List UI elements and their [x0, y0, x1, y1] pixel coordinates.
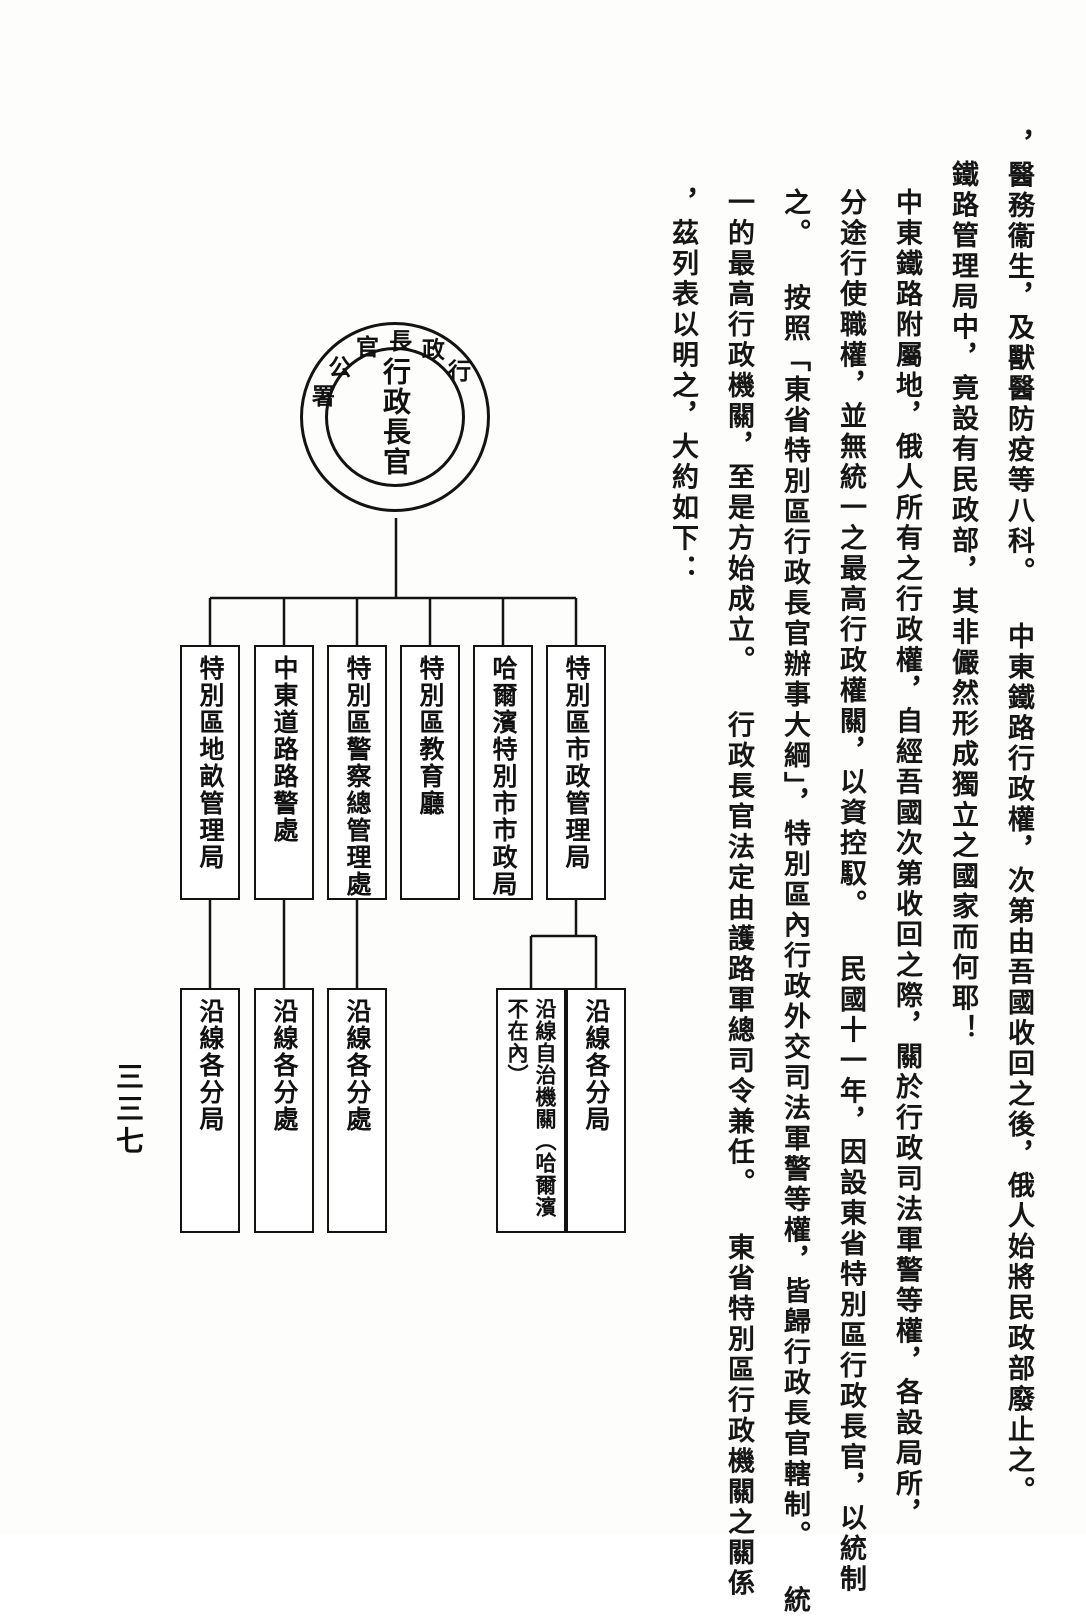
text-column-1: ，醫務衞生，及獸醫防疫等八科。 中東鐵路行政權，次第由吾國收回之後，俄人始將民政…	[1003, 130, 1034, 1507]
org-node-special-district-municipal-admin-bureau: 特別區市政管理局	[546, 645, 606, 900]
text-column-7: ，茲列表以明之，大約如下：	[667, 188, 698, 585]
org-node-label: 沿線各分處	[270, 998, 299, 1133]
org-node-label: 哈爾濱特別市市政局	[489, 655, 518, 898]
org-node-label: 中東道路路警處	[270, 655, 299, 844]
ring-char-2: 長	[389, 328, 413, 356]
org-node-label: 沿線自治機關（哈爾濱不在內）	[505, 998, 558, 1218]
ring-char-1: 政	[421, 336, 445, 364]
org-node-line-branch-bureaus-2: 沿線各分局	[180, 988, 240, 1233]
ring-char-3: 官	[356, 334, 380, 362]
org-chart-connectors	[208, 518, 598, 988]
page-number: 三三七	[112, 1062, 145, 1158]
org-node-chinese-eastern-railway-police-office: 中東道路路警處	[254, 645, 314, 900]
org-node-line-self-governing-organs: 沿線自治機關（哈爾濱不在內）	[496, 988, 566, 1233]
text-column-5: 之。 按照「東省特別區行政長官辦事大綱」，特別區內行政外交司法軍警等權，皆歸行政…	[779, 188, 810, 1616]
org-node-line-branch-offices-2: 沿線各分處	[254, 988, 314, 1233]
org-node-label: 特別區地畝管理局	[196, 655, 225, 871]
org-node-line-branch-offices-1: 沿線各分處	[327, 988, 387, 1233]
org-node-line-branch-bureaus-1: 沿線各分局	[566, 988, 626, 1233]
root-node-seal: 行 政 長 官 公 署 行政長官	[300, 322, 496, 518]
text-column-2: 鐵路管理局中，竟設有民政部，其非儼然形成獨立之國家而何耶！	[947, 160, 978, 1045]
text-column-3: 中東鐵路附屬地，俄人所有之行政權，自經吾國次第收回之際，關於行政司法軍警等權，各…	[891, 188, 922, 1530]
root-node-label-wrap: 行政長官	[325, 347, 465, 487]
ring-char-5: 署	[311, 383, 335, 411]
org-node-special-district-land-admin-bureau: 特別區地畝管理局	[180, 645, 240, 900]
text-column-4: 分途行使職權，並無統一之最高行政權關，以資控馭。 民國十一年，因設東省特別區行政…	[835, 188, 866, 1595]
document-page: 行 政 長 官 公 署 行政長官 特別區市政管理局 哈爾濱特別市市政局 特別區教…	[112, 130, 1046, 1616]
text-column-6: 一的最高行政機關，至是方始成立。 行政長官法定由護路軍總司令兼任。 東省特別區行…	[723, 188, 754, 1599]
org-node-special-district-education-department: 特別區教育廳	[400, 645, 460, 900]
org-node-label: 沿線各分局	[582, 998, 611, 1133]
org-node-label: 特別區警察總管理處	[343, 655, 372, 898]
org-node-special-district-police-general-admin-office: 特別區警察總管理處	[327, 645, 387, 900]
root-node-label: 行政長官	[379, 357, 412, 477]
seal-outer-ring	[300, 322, 490, 512]
org-node-label: 特別區教育廳	[416, 655, 445, 817]
vertical-text-body: ，茲列表以明之，大約如下： 一的最高行政機關，至是方始成立。 行政長官法定由護路…	[654, 130, 1046, 1616]
ring-char-4: 公	[328, 353, 352, 381]
ring-char-0: 行	[447, 357, 471, 385]
seal-inner-ring	[325, 347, 465, 487]
org-node-label: 特別區市政管理局	[562, 655, 591, 871]
org-node-label: 沿線各分局	[196, 998, 225, 1133]
org-node-harbin-special-city-municipal-bureau: 哈爾濱特別市市政局	[473, 645, 533, 900]
org-chart: 行 政 長 官 公 署 行政長官 特別區市政管理局 哈爾濱特別市市政局 特別區教…	[112, 322, 626, 1233]
org-node-label: 沿線各分處	[343, 998, 372, 1133]
